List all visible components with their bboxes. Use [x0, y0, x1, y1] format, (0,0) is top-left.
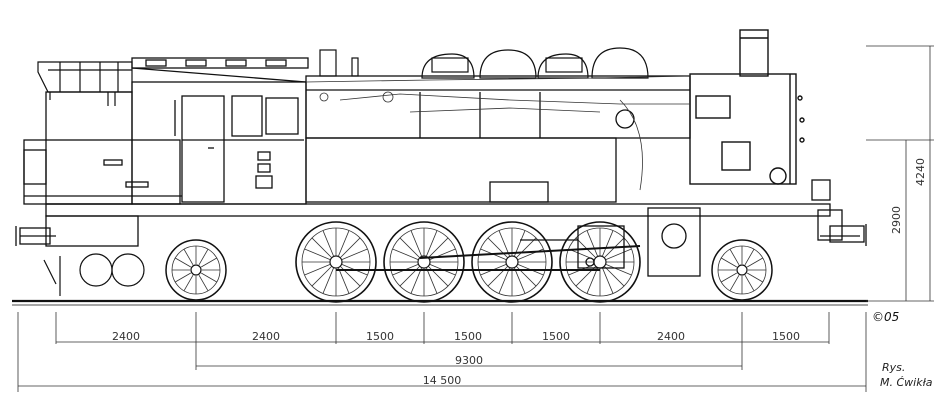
- wheel-spoke: [339, 237, 361, 259]
- dim-seg-6: 2400: [657, 330, 685, 343]
- wheel-spoke: [515, 237, 537, 259]
- wheel-spoke: [392, 248, 419, 261]
- wheel-spoke: [425, 267, 438, 294]
- wheel-spoke: [721, 257, 738, 268]
- wheel-spoke: [586, 230, 599, 257]
- wheel-spoke: [498, 230, 511, 257]
- dim-height-boiler: 2900: [890, 206, 903, 234]
- wheel-spoke: [200, 272, 217, 283]
- wheel-spoke: [304, 248, 331, 261]
- rear-truck: [43, 253, 145, 296]
- wheel-spoke: [744, 274, 755, 291]
- wheel-spoke: [605, 248, 632, 261]
- copyright-mark: ©05: [872, 310, 899, 324]
- wheel-spoke: [513, 267, 526, 294]
- wheel-spoke: [337, 267, 350, 294]
- wheel-spoke: [183, 249, 194, 266]
- wheel-spoke: [410, 267, 423, 294]
- dim-seg-1: 2400: [112, 330, 140, 343]
- wheel-spoke: [311, 265, 333, 287]
- dim-overall-length: 14 500: [423, 374, 462, 387]
- dim-seg-5: 1500: [542, 330, 570, 343]
- wheel-spoke: [425, 230, 438, 257]
- wheel-spoke: [601, 267, 614, 294]
- dimension-ticks: [17, 312, 867, 392]
- wheel-spoke: [337, 230, 350, 257]
- wheel-spoke: [198, 274, 209, 291]
- cab-roof: [131, 57, 309, 83]
- coal-bunker: [37, 61, 133, 106]
- smokebox: [689, 29, 805, 185]
- side-tank: [305, 137, 617, 203]
- boiler: [305, 75, 691, 139]
- wheel-spoke: [175, 257, 192, 268]
- cylinder: [520, 225, 625, 269]
- domes: [319, 47, 649, 79]
- wheel-spoke: [729, 274, 740, 291]
- wheel-spoke: [427, 237, 449, 259]
- wheel-spoke: [399, 237, 421, 259]
- rods: [336, 245, 641, 271]
- wheel-spoke: [601, 230, 614, 257]
- wheel-spoke: [603, 265, 625, 287]
- wheel-spoke: [746, 257, 763, 268]
- dim-height-total: 4240: [914, 158, 927, 186]
- wheel-spoke: [322, 267, 335, 294]
- wheel-spoke: [311, 237, 333, 259]
- dim-wheelbase: 9300: [455, 354, 483, 367]
- dim-seg-7: 1500: [772, 330, 800, 343]
- wheel-spoke: [586, 267, 599, 294]
- pipework: [305, 75, 691, 191]
- wheel-spoke: [200, 257, 217, 268]
- wheel-spoke: [487, 237, 509, 259]
- rear-tank: [23, 91, 182, 205]
- wheel-spoke: [744, 249, 755, 266]
- wheel-spoke: [410, 230, 423, 257]
- wheel-spoke: [498, 267, 511, 294]
- wheel-spoke: [304, 263, 331, 276]
- wheel-spoke: [341, 248, 368, 261]
- wheel-spoke: [175, 272, 192, 283]
- wheel-spoke: [198, 249, 209, 266]
- dim-seg-4: 1500: [454, 330, 482, 343]
- wheel-spokes: [172, 228, 766, 296]
- vertical-dimensions: [866, 45, 934, 302]
- signature-line-2: M. Ćwikła: [880, 376, 933, 389]
- signature-line-1: Rys.: [882, 361, 905, 374]
- wheel-spoke: [605, 263, 632, 276]
- buffers: [15, 224, 867, 246]
- cab: [131, 81, 307, 205]
- dim-seg-3: 1500: [366, 330, 394, 343]
- wheel-spoke: [183, 274, 194, 291]
- wheel-spoke: [721, 272, 738, 283]
- wheel-spoke: [729, 249, 740, 266]
- dim-seg-2: 2400: [252, 330, 280, 343]
- wheel-spoke: [322, 230, 335, 257]
- wheel-spoke: [746, 272, 763, 283]
- wheel-spoke: [575, 237, 597, 259]
